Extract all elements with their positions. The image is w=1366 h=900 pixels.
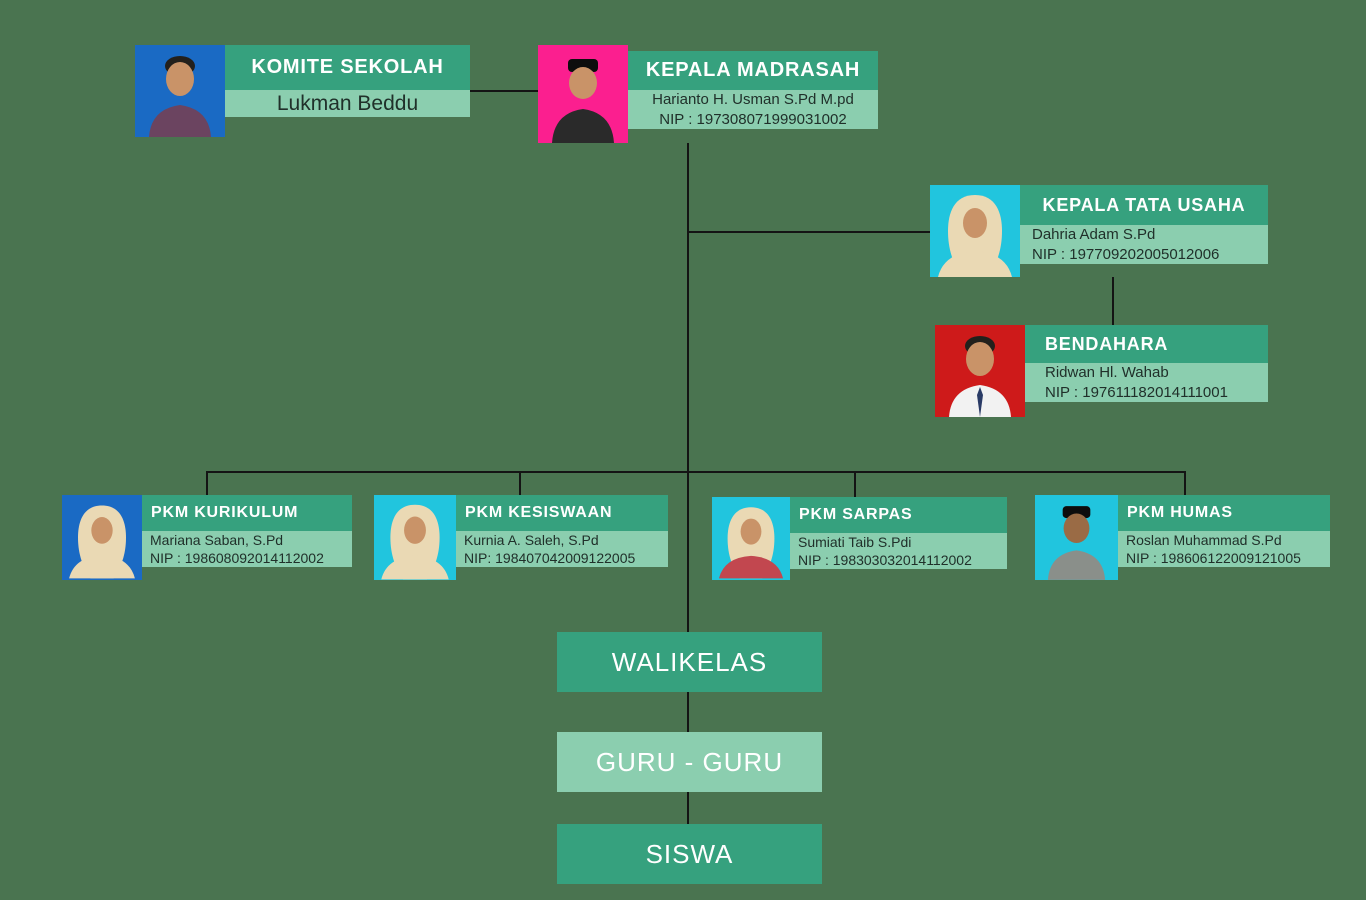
pkm-kesiswaan-photo — [374, 495, 456, 580]
connector-main-vertical — [687, 143, 689, 632]
person-hijab-icon — [718, 507, 784, 579]
connector-guru-siswa — [687, 792, 689, 824]
pkm-sarpas-photo — [712, 497, 790, 580]
org-node-siswa: SISWA — [557, 824, 822, 884]
tata-usaha-info: Dahria Adam S.Pd NIP : 19770920200501200… — [1020, 225, 1268, 264]
person-with-cap-icon — [1047, 506, 1106, 580]
connector-walikelas-guru — [687, 692, 689, 732]
person-nip: NIP : 198303032014112002 — [798, 552, 972, 569]
person-nip: NIP : 197308071999031002 — [659, 110, 847, 128]
person-nip: NIP: 198407042009122005 — [464, 550, 636, 567]
pkm-kurikulum-info: Mariana Saban, S.Pd NIP : 19860809201411… — [142, 531, 352, 568]
pkm-sarpas-info: Sumiati Taib S.Pdi NIP : 198303032014112… — [790, 533, 1007, 570]
org-node-bendahara: BENDAHARA Ridwan Hl. Wahab NIP : 1976111… — [935, 325, 1268, 417]
org-node-guru-guru: GURU - GURU — [557, 732, 822, 792]
person-hijab-icon — [938, 195, 1012, 277]
bendahara-info: Ridwan Hl. Wahab NIP : 19761118201411100… — [1025, 363, 1268, 402]
pkm-kurikulum-title: PKM KURIKULUM — [142, 495, 352, 531]
person-nip: NIP : 197709202005012006 — [1032, 245, 1220, 263]
connector-drop-kesiswaan — [519, 471, 521, 500]
kepala-madrasah-info: Harianto H. Usman S.Pd M.pd NIP : 197308… — [628, 90, 878, 129]
person-nip: NIP : 198606122009121005 — [1126, 550, 1301, 567]
pkm-humas-title: PKM HUMAS — [1118, 495, 1330, 531]
pkm-humas-info: Roslan Muhammad S.Pd NIP : 1986061220091… — [1118, 531, 1330, 568]
tata-usaha-photo — [930, 185, 1020, 277]
connector-pkm-horizontal — [206, 471, 1186, 473]
kepala-madrasah-photo — [538, 45, 628, 143]
komite-name: Lukman Beddu — [225, 90, 470, 118]
person-nip: NIP : 198608092014112002 — [150, 550, 324, 567]
org-node-pkm-sarpas: PKM SARPAS Sumiati Taib S.Pdi NIP : 1983… — [712, 497, 1007, 580]
kepala-madrasah-title: KEPALA MADRASAH — [628, 51, 878, 90]
connector-drop-humas — [1184, 471, 1186, 497]
person-with-cap-icon — [552, 59, 614, 143]
person-hijab-icon — [69, 505, 135, 579]
pkm-sarpas-title: PKM SARPAS — [790, 497, 1007, 533]
person-icon — [149, 56, 211, 137]
connector-komite-kepala — [470, 90, 538, 92]
connector-drop-sarpas — [854, 471, 856, 500]
tata-usaha-title: KEPALA TATA USAHA — [1020, 185, 1268, 225]
pkm-kesiswaan-title: PKM KESISWAAN — [456, 495, 668, 531]
pkm-humas-photo — [1035, 495, 1118, 580]
org-node-pkm-kesiswaan: PKM KESISWAAN Kurnia A. Saleh, S.Pd NIP:… — [374, 495, 668, 580]
org-node-kepala-tata-usaha: KEPALA TATA USAHA Dahria Adam S.Pd NIP :… — [930, 185, 1268, 277]
person-icon — [949, 336, 1011, 417]
connector-drop-kurikulum — [206, 471, 208, 497]
org-node-kepala-madrasah: KEPALA MADRASAH Harianto H. Usman S.Pd M… — [538, 45, 878, 143]
person-name: Harianto H. Usman S.Pd M.pd — [652, 91, 854, 108]
org-node-pkm-kurikulum: PKM KURIKULUM Mariana Saban, S.Pd NIP : … — [62, 495, 352, 580]
person-name: Mariana Saban, S.Pd — [150, 532, 284, 548]
person-name: Ridwan Hl. Wahab — [1045, 364, 1169, 381]
komite-photo — [135, 45, 225, 137]
pkm-kesiswaan-info: Kurnia A. Saleh, S.Pd NIP: 1984070420091… — [456, 531, 668, 568]
org-node-pkm-humas: PKM HUMAS Roslan Muhammad S.Pd NIP : 198… — [1035, 495, 1330, 580]
person-name: Sumiati Taib S.Pdi — [798, 534, 912, 550]
pkm-kurikulum-photo — [62, 495, 142, 580]
person-name: Kurnia A. Saleh, S.Pd — [464, 532, 599, 548]
person-name: Lukman Beddu — [276, 92, 419, 115]
bendahara-title: BENDAHARA — [1025, 325, 1268, 363]
komite-title: KOMITE SEKOLAH — [225, 45, 470, 90]
connector-bendahara-vertical — [1112, 277, 1114, 325]
person-name: Roslan Muhammad S.Pd — [1126, 532, 1282, 548]
person-hijab-icon — [381, 504, 449, 580]
person-nip: NIP : 197611182014111001 — [1045, 383, 1228, 401]
org-node-walikelas: WALIKELAS — [557, 632, 822, 692]
bendahara-photo — [935, 325, 1025, 417]
org-node-komite-sekolah: KOMITE SEKOLAH Lukman Beddu — [135, 45, 470, 137]
person-name: Dahria Adam S.Pd — [1032, 226, 1156, 243]
connector-tata-usaha-branch — [687, 231, 930, 233]
